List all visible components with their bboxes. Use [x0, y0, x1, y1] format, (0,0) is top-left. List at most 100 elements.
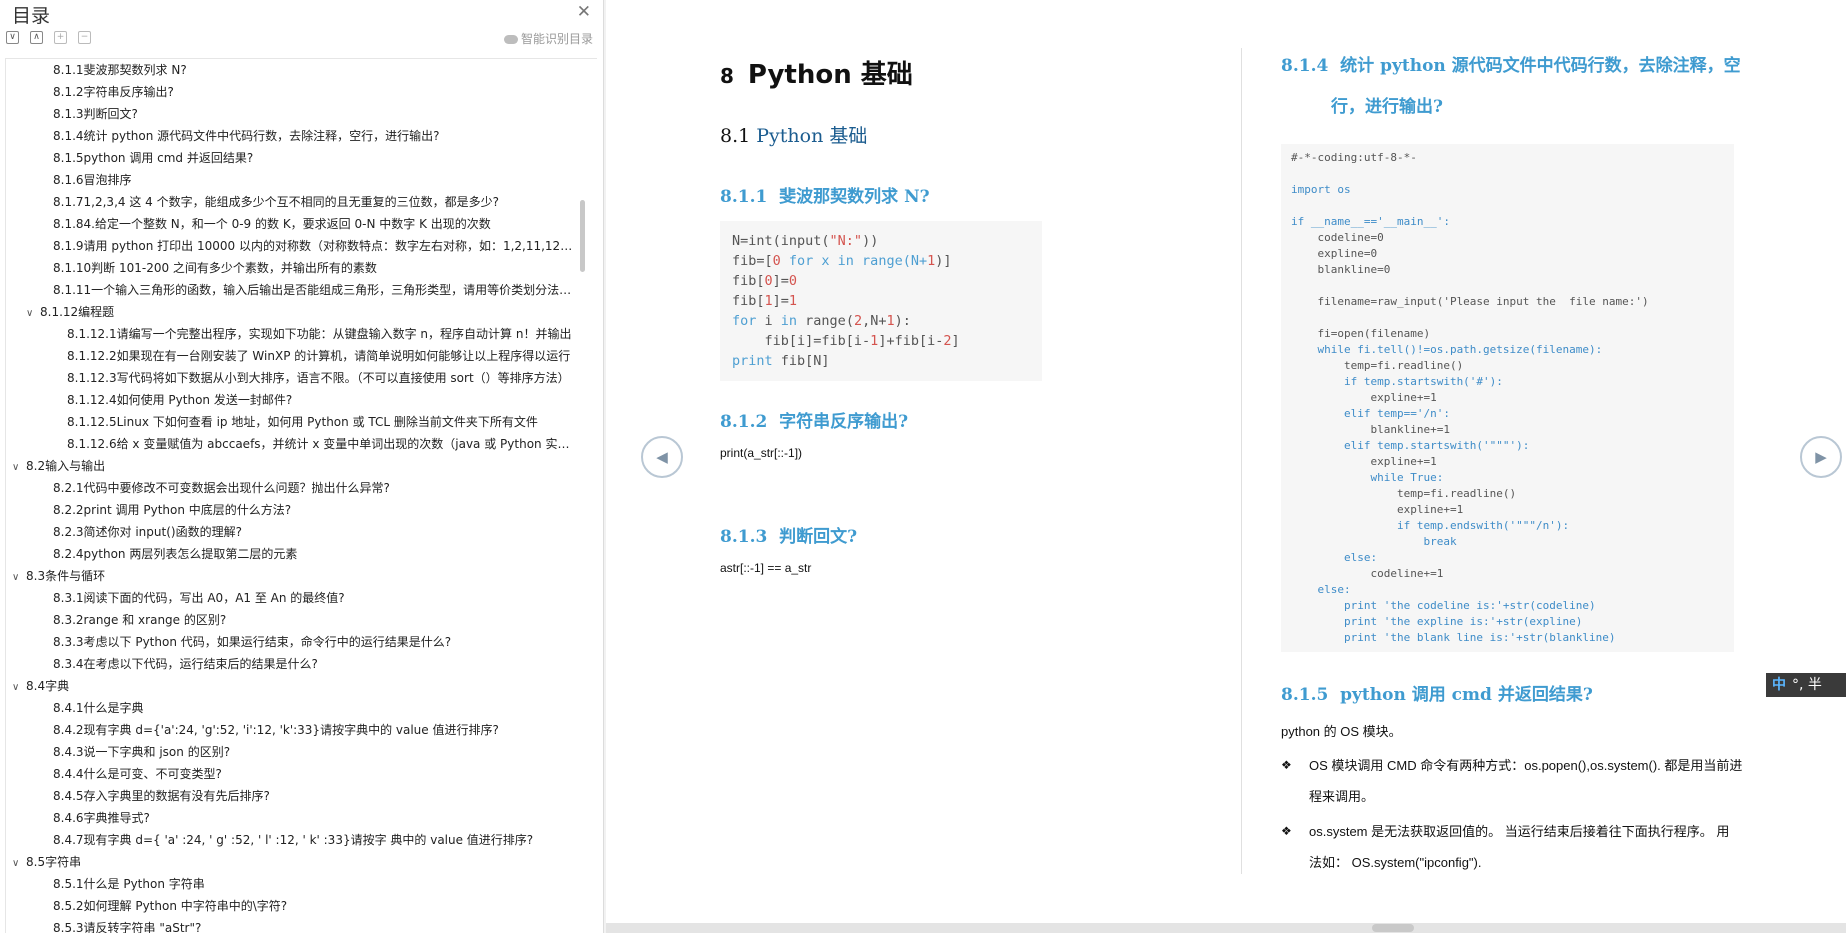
toc-scrollbar[interactable] [580, 200, 585, 272]
chevron-down-icon[interactable]: ∨ [12, 462, 20, 473]
toc-item-label: 8.3.2range 和 xrange 的区别? [53, 613, 227, 627]
toc-item[interactable]: 8.4.6字典推导式? [6, 807, 578, 829]
smart-toc-button[interactable]: 智能识别目录 [503, 30, 593, 47]
toc-item[interactable]: 8.5.2如何理解 Python 中字符串中的\字符? [6, 895, 578, 917]
toc-item[interactable]: 8.4.4什么是可变、不可变类型? [6, 763, 578, 785]
toc-item[interactable]: ∨8.5字符串 [6, 851, 578, 873]
code-token: in [780, 313, 798, 329]
toc-item[interactable]: 8.4.7现有字典 d={ 'a' :24, ' g' :52, ' l' :1… [6, 829, 578, 851]
chevron-down-icon[interactable]: ∨ [12, 682, 20, 693]
toc-item[interactable]: 8.4.1什么是字典 [6, 697, 578, 719]
toc-item[interactable]: 8.3.2range 和 xrange 的区别? [6, 609, 578, 631]
code-line: elif temp=='/n': [1291, 407, 1450, 420]
toc-item[interactable]: 8.2.1代码中要修改不可变数据会出现什么问题？抛出什么异常? [6, 477, 578, 499]
toc-list: 8.1.1斐波那契数列求 N? 8.1.2字符串反序输出? 8.1.3判断回文? 8.… [5, 58, 597, 933]
heading-number: 8.1.1 [720, 187, 768, 207]
toc-item[interactable]: 8.4.3说一下字典和 json 的区别? [6, 741, 578, 763]
next-page-button[interactable]: ▶ [1800, 436, 1842, 478]
toc-item[interactable]: 8.1.12.5Linux 下如何查看 ip 地址，如何用 Python 或 T… [6, 411, 578, 433]
code-line: import os [1291, 183, 1351, 196]
toc-title: 目录 [12, 5, 51, 27]
code-line: print 'the blank line is:'+str(blankline… [1291, 631, 1616, 644]
toc-item[interactable]: 8.1.1斐波那契数列求 N? [6, 59, 578, 81]
chevron-down-icon[interactable]: ∨ [12, 572, 20, 583]
code-token: fib[N] [772, 353, 830, 369]
toc-item[interactable]: 8.1.12.1请编写一个完整出程序，实现如下功能：从键盘输入数字 n，程序自动… [6, 323, 578, 345]
toc-item[interactable]: 8.1.2字符串反序输出? [6, 81, 578, 103]
next-arrow-icon: ▶ [1815, 448, 1827, 466]
toc-item[interactable]: 8.2.3简述你对 input()函数的理解? [6, 521, 578, 543]
code-line: if __name__=='__main__': [1291, 215, 1450, 228]
toc-item-label: 8.1.4统计 python 源代码文件中代码行数，去除注释，空行，进行输出? [53, 129, 440, 143]
toc-item[interactable]: 8.5.1什么是 Python 字符串 [6, 873, 578, 895]
toc-item[interactable]: 8.5.3请反转字符串 "aStr"? [6, 917, 578, 933]
toc-item[interactable]: ∨8.1.12编程题 [6, 301, 578, 323]
code-line: expline=0 [1291, 247, 1378, 260]
bullet-line: 法如： OS.system("ipconfig"). [1309, 855, 1482, 870]
toc-item[interactable]: ∨8.2输入与输出 [6, 455, 578, 477]
toc-item-label: 8.1.71,2,3,4 这 4 个数字，能组成多少个互不相同的且无重复的三位数… [53, 195, 499, 209]
toc-item[interactable]: 8.1.12.6给 x 变量赋值为 abccaefs，并统计 x 变量中单词出现… [6, 433, 578, 455]
toc-item[interactable]: 8.1.3判断回文? [6, 103, 578, 125]
code-line: codeline+=1 [1291, 567, 1444, 580]
toc-item[interactable]: 8.1.10判断 101-200 之间有多少个素数，并输出所有的素数 [6, 257, 578, 279]
toc-item[interactable]: 8.3.3考虑以下 Python 代码，如果运行结束，命令行中的运行结果是什么? [6, 631, 578, 653]
remove-bookmark-icon[interactable]: − [78, 31, 91, 44]
toc-item[interactable]: 8.3.1阅读下面的代码，写出 A0，A1 至 An 的最终值? [6, 587, 578, 609]
toc-item[interactable]: 8.1.12.3写代码将如下数据从小到大排序，语言不限。（不可以直接使用 sor… [6, 367, 578, 389]
code-line [1291, 198, 1724, 214]
toc-item[interactable]: 8.1.4统计 python 源代码文件中代码行数，去除注释，空行，进行输出? [6, 125, 578, 147]
code-token: for [732, 313, 757, 329]
add-bookmark-icon[interactable]: + [54, 31, 67, 44]
code-token: )] [935, 253, 952, 269]
chevron-down-icon[interactable]: ∨ [26, 308, 34, 319]
toc-item[interactable]: 8.1.84.给定一个整数 N，和一个 0-9 的数 K，要求返回 0-N 中数… [6, 213, 578, 235]
toc-item[interactable]: 8.4.5存入字典里的数据有没有先后排序? [6, 785, 578, 807]
toc-item[interactable]: 8.2.4python 两层列表怎么提取第二层的元素 [6, 543, 578, 565]
toc-item-label: 8.1.1斐波那契数列求 N? [53, 63, 187, 77]
text-palindrome: astr[::-1] == a_str [720, 561, 812, 575]
diamond-bullet-icon: ❖ [1281, 758, 1292, 772]
chevron-down-icon[interactable]: ∨ [12, 858, 20, 869]
heading-number: 8.1.4 [1281, 56, 1329, 76]
section-title: Python 基础 [756, 125, 868, 147]
heading-8-1-2: 8.1.2 字符串反序输出? [720, 407, 1240, 432]
toc-item[interactable]: ∨ 8.3条件与循环 [6, 565, 578, 587]
close-icon[interactable]: ✕ [576, 2, 591, 22]
bullet-line: os.system 是无法获取返回值的。 当运行结束后接着往下面执行程序。 用 [1309, 824, 1730, 839]
toc-item-label: 8.3.3考虑以下 Python 代码，如果运行结束，命令行中的运行结果是什么? [53, 635, 452, 649]
toc-item[interactable]: 8.1.9请用 python 打印出 10000 以内的对称数（对称数特点：数字… [6, 235, 578, 257]
code-line: fib[1]=1 [732, 291, 1030, 311]
horizontal-scroll-thumb[interactable] [1372, 924, 1414, 932]
collapse-all-icon[interactable]: ∧ [30, 31, 43, 44]
toc-item[interactable]: ∨8.4字典 [6, 675, 578, 697]
section-number: 8.1 [720, 125, 751, 147]
toc-item-label: 8.1.2字符串反序输出? [53, 85, 174, 99]
code-token: fib=[ [732, 253, 773, 269]
toc-item-label: 8.4.1什么是字典 [53, 701, 144, 715]
code-token: fib[i]=fib[i- [732, 333, 871, 349]
heading-text-line2: 行，进行输出? [1331, 97, 1443, 117]
toc-item[interactable]: 8.1.5python 调用 cmd 并返回结果? [6, 147, 578, 169]
toc-item[interactable]: 8.2.2print 调用 Python 中底层的什么方法? [6, 499, 578, 521]
toc-item-label: 8.1.12.6给 x 变量赋值为 abccaefs，并统计 x 变量中单词出现… [67, 437, 578, 451]
toc-item[interactable]: 8.1.71,2,3,4 这 4 个数字，能组成多少个互不相同的且无重复的三位数… [6, 191, 578, 213]
toc-item[interactable]: 8.1.6冒泡排序 [6, 169, 578, 191]
ime-status-indicator[interactable]: 中°, 半 [1766, 673, 1846, 697]
expand-all-icon[interactable]: ∨ [6, 31, 19, 44]
toc-item-label: 8.4.5存入字典里的数据有没有先后排序? [53, 789, 270, 803]
toc-item-label: 8.1.11一个输入三角形的函数，输入后输出是否能组成三角形，三角形类型，请用等… [53, 283, 578, 297]
horizontal-scrollbar[interactable] [606, 923, 1846, 933]
toc-item[interactable]: 8.1.12.2如果现在有一台刚安装了 WinXP 的计算机，请简单说明如何能够… [6, 345, 578, 367]
prev-page-button[interactable]: ◀ [641, 436, 683, 478]
code-line: codeline=0 [1291, 231, 1384, 244]
toc-item[interactable]: 8.1.12.4如何使用 Python 发送一封邮件? [6, 389, 578, 411]
code-token: ]= [772, 273, 789, 289]
code-token: 0 [772, 253, 781, 269]
code-token: fib[ [732, 273, 765, 289]
toc-item[interactable]: 8.3.4在考虑以下代码，运行结束后的结果是什么? [6, 653, 578, 675]
toc-item-label: 8.3条件与循环 [26, 569, 106, 583]
toc-item[interactable]: 8.4.2现有字典 d={'a':24, 'g':52, 'i':12, 'k'… [6, 719, 578, 741]
toc-item[interactable]: 8.1.11一个输入三角形的函数，输入后输出是否能组成三角形，三角形类型，请用等… [6, 279, 578, 301]
heading-number: 8.1.3 [720, 527, 768, 547]
